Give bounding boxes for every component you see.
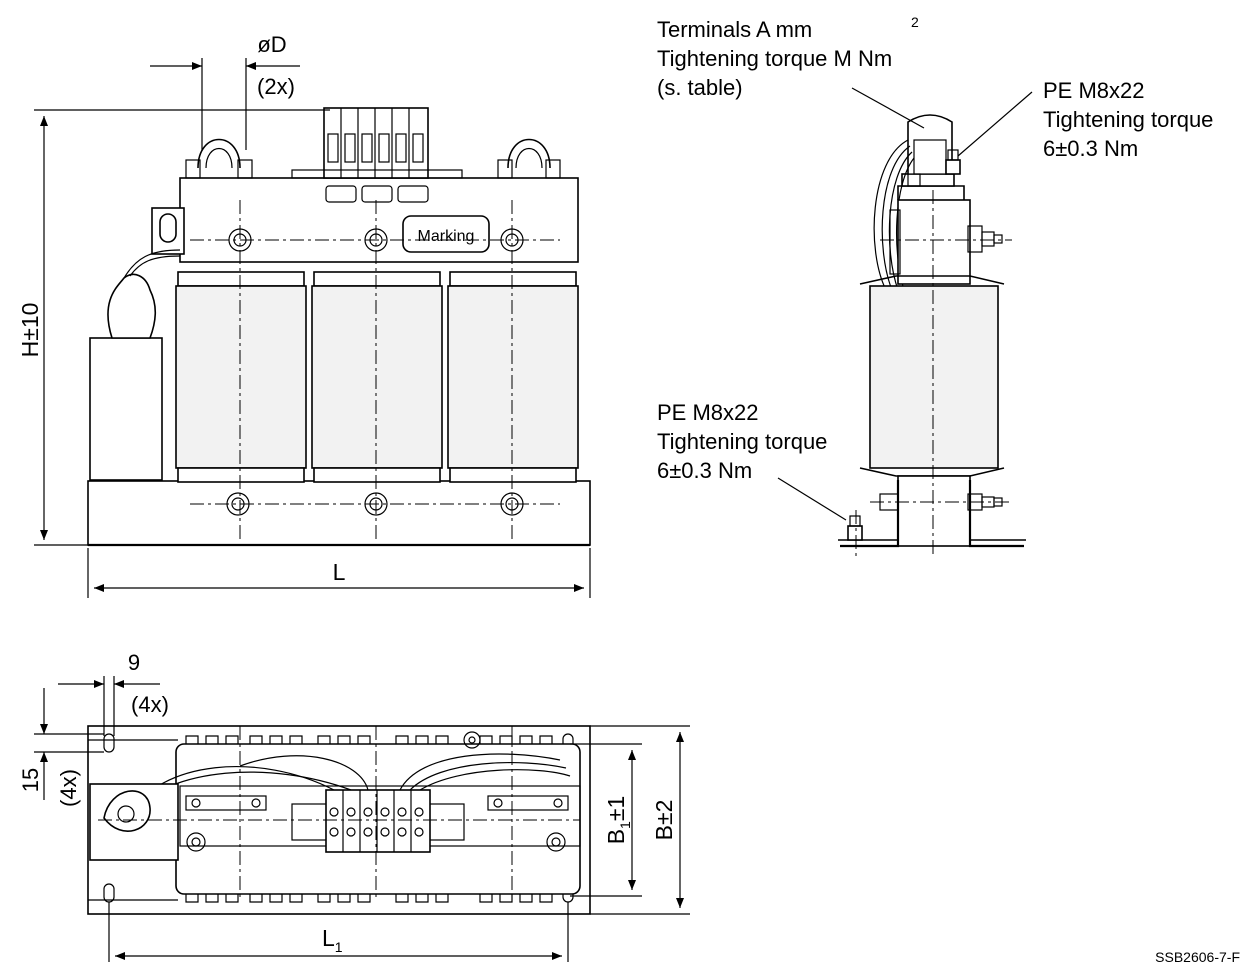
marking-label: Marking	[418, 228, 475, 245]
cable-bundle	[873, 139, 909, 291]
diameter-label: øD	[257, 32, 286, 57]
terminals-line1: Terminals A mm	[657, 17, 812, 42]
coil-middle	[311, 271, 443, 483]
slot-count-label: (4x)	[131, 692, 169, 717]
pe-bottom-line1: PE M8x22	[657, 400, 759, 425]
length-label: L	[333, 559, 346, 585]
lifting-eye-right	[507, 138, 551, 169]
drawing-id: SSB2606-7-F	[1155, 949, 1240, 964]
pe-bottom-line2: Tightening torque	[657, 429, 827, 454]
slot-offset-count-label: (4x)	[56, 769, 81, 807]
length1-label: L1	[322, 925, 343, 955]
side-coil	[869, 285, 999, 469]
coil-left	[175, 271, 307, 483]
marking-box	[402, 215, 490, 253]
pe-bolt-bottom	[847, 525, 863, 541]
coil-right	[447, 271, 579, 483]
pe-top-line3: 6±0.3 Nm	[1043, 136, 1138, 161]
height-label: H±10	[17, 303, 43, 358]
pe-bottom-line3: 6±0.3 Nm	[657, 458, 752, 483]
lifting-eye-left	[197, 138, 241, 169]
width-label: B±2	[651, 800, 677, 841]
capacitor	[89, 337, 163, 481]
terminal-block	[291, 107, 463, 203]
width1-label: B1±1	[603, 796, 633, 845]
front-view: Marking øD (2x) H±10 L	[17, 32, 591, 598]
terminal-block-top	[325, 789, 431, 853]
terminals-sup: 2	[911, 14, 919, 30]
terminals-line2: Tightening torque M Nm	[657, 46, 892, 71]
pe-bolt-top	[945, 159, 961, 175]
side-view: Terminals A mm 2 Tightening torque M Nm …	[657, 14, 1213, 560]
terminals-line3: (s. table)	[657, 75, 743, 100]
diameter-count-label: (2x)	[257, 74, 295, 99]
top-view: 9 (4x) 15 (4x) B1±1 B±2 L1	[18, 650, 690, 962]
slot-width-label: 9	[128, 650, 140, 675]
pe-top-line1: PE M8x22	[1043, 78, 1145, 103]
base-plate	[87, 480, 591, 546]
slot	[103, 733, 115, 753]
slot-offset-label: 15	[18, 768, 43, 792]
pe-top-line2: Tightening torque	[1043, 107, 1213, 132]
